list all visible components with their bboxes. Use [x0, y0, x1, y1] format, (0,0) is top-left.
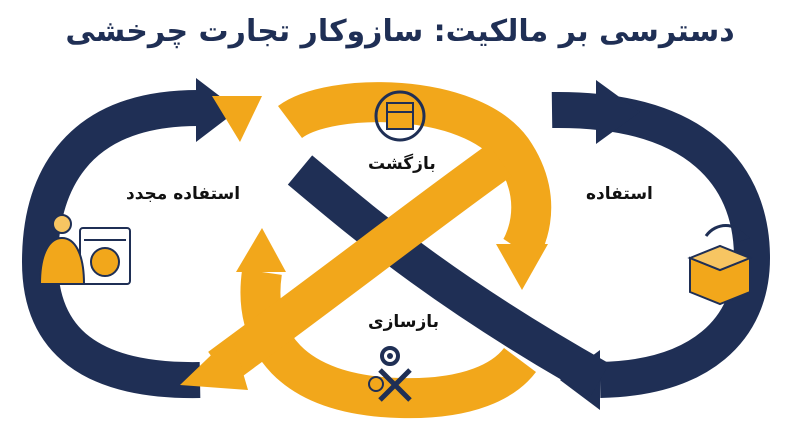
person-washing-machine-icon — [38, 214, 131, 285]
stage-label-reuse: استفاده مجدد — [126, 184, 241, 204]
gold-ring — [278, 82, 552, 262]
right-navy-loop — [551, 91, 771, 398]
stage-label-return: بازگشت — [368, 154, 436, 174]
right-navy-arrowhead-top — [596, 80, 640, 144]
navy-diagonal — [287, 155, 610, 397]
gold-top-left-arrowhead — [212, 96, 262, 142]
diagram-title: دسترسی بر مالکیت: سازوکار تجارت چرخشی — [65, 14, 735, 49]
stage-label-use: استفاده — [586, 184, 653, 204]
open-box-icon — [687, 224, 753, 306]
gold-ring-arrowhead-right — [496, 244, 548, 290]
gold-diagonal — [208, 143, 512, 385]
gold-diagonal-arrowhead — [180, 335, 248, 390]
stage-label-refurbish: بازسازی — [368, 312, 440, 332]
wrench-screwdriver-icon — [368, 368, 412, 402]
left-navy-loop — [21, 90, 201, 399]
gold-ring-arrowhead-left — [236, 228, 286, 272]
box-cycle-icon — [374, 90, 426, 142]
left-navy-arrowhead — [196, 78, 238, 142]
gear-icon — [380, 346, 400, 366]
